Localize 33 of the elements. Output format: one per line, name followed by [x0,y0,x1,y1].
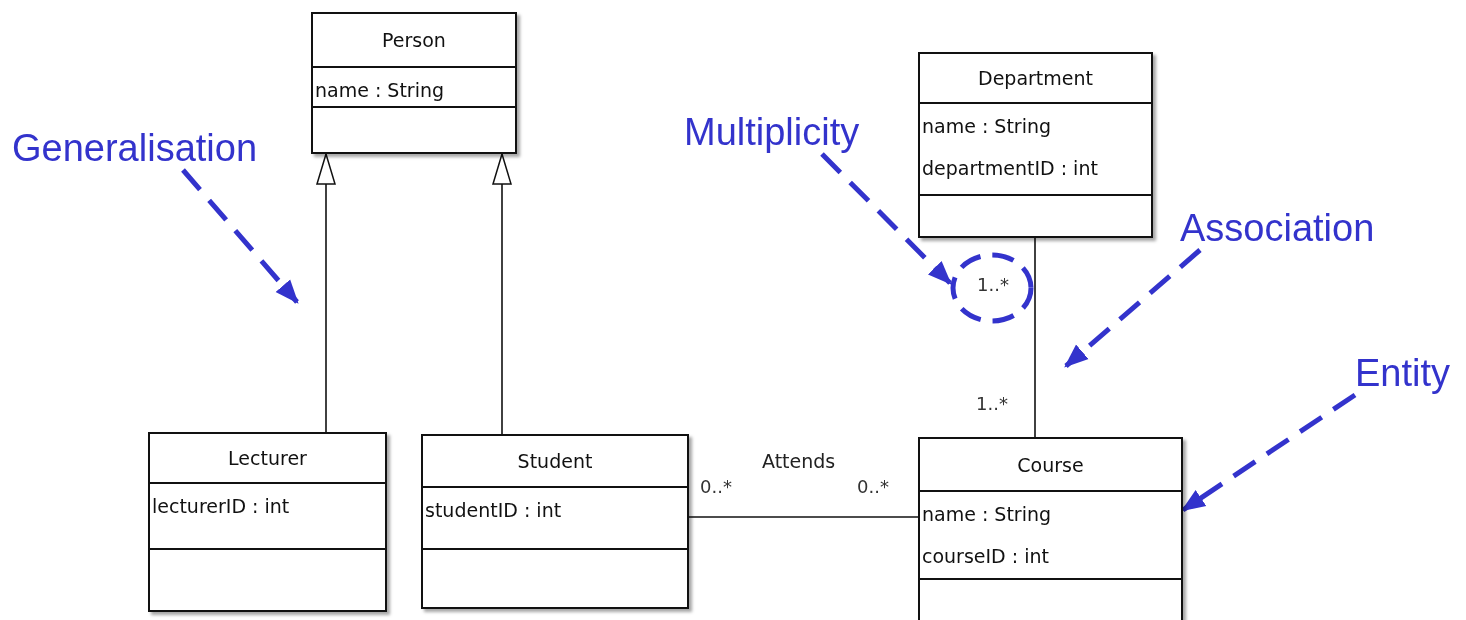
attribute-text: courseID : int [921,544,1049,569]
class-name: Student [517,450,593,472]
attribute-text: lecturerID : int [151,494,290,519]
attribute-text: name : String [921,502,1052,527]
attribute-text: studentID : int [424,498,562,523]
annotation-text: Generalisation [12,126,288,170]
class-name: Department [978,67,1093,89]
leader-arrow [181,168,299,304]
class-name: Person [382,29,446,51]
generalisation-arrow [492,153,512,435]
uml-class-box [918,52,1153,238]
uml-class-box [918,437,1183,620]
annotation-text: Association [1180,206,1400,250]
class-name: Lecturer [228,447,307,469]
attribute-text: departmentID : int [921,156,1098,181]
multiplicity-label: 0..* [857,476,889,497]
multiplicity-label: 1..* [977,274,1009,295]
dashed-circle-highlight [950,252,1034,324]
leader-arrow [1064,248,1202,368]
generalisation-arrow [316,153,336,433]
annotation-text: Multiplicity [684,110,884,154]
uml-class-box [148,432,387,612]
attribute-text: name : String [921,114,1052,139]
attribute-text: name : String [314,78,445,103]
uml-class-box [421,434,689,609]
multiplicity-label: 1..* [976,393,1008,414]
annotation-text: Entity [1355,351,1463,395]
uml-class-box [311,12,517,154]
association-line [1034,237,1036,438]
class-name: Course [1017,453,1084,476]
leader-arrow [820,152,952,285]
multiplicity-label: 0..* [700,476,732,497]
association-line [688,516,919,518]
